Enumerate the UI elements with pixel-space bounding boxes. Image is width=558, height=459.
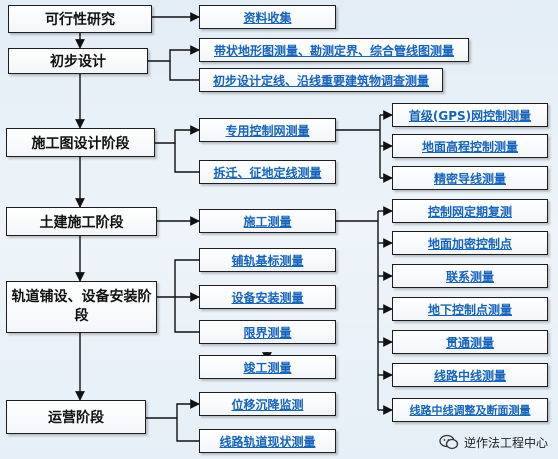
task-preliminary-alignment: 初步设计定线、沿线重要建筑物调查测量 [199, 68, 443, 92]
stage-civil-construction: 土建施工阶段 [6, 207, 157, 236]
task-completion-survey: 竣工测量 [199, 355, 336, 379]
subtask-ground-densify: 地面加密控制点 [392, 231, 548, 255]
task-settlement-monitoring: 位移沉降监测 [199, 392, 336, 416]
subtask-centerline: 线路中线测量 [392, 363, 548, 387]
subtask-ground-elevation: 地面高程控制测量 [392, 134, 548, 158]
task-dedicated-control-network: 专用控制网测量 [199, 118, 336, 142]
stage-preliminary-design: 初步设计 [8, 48, 148, 74]
task-clearance: 限界测量 [199, 320, 336, 344]
stage-operation: 运营阶段 [6, 400, 146, 434]
stage-track-equipment: 轨道铺设、设备安装阶段 [6, 281, 157, 333]
task-track-status-survey: 线路轨道现状测量 [199, 429, 336, 453]
task-data-collection: 资料收集 [199, 5, 336, 29]
subtask-precise-traverse: 精密导线测量 [392, 166, 548, 190]
subtask-periodic-resurvey: 控制网定期复测 [392, 199, 548, 223]
subtask-adjust-section: 线路中线调整及断面测量 [392, 398, 548, 422]
watermark: 逆作法工程中心 [439, 433, 548, 451]
subtask-gps-network: 首级(GPS)网控制测量 [392, 103, 548, 127]
subtask-breakthrough: 贯通测量 [392, 330, 548, 354]
subtask-connection-survey: 联系测量 [392, 264, 548, 288]
task-strip-topographic-survey: 带状地形图测量、勘测定界、综合管线图测量 [199, 38, 469, 62]
stage-feasibility: 可行性研究 [8, 5, 152, 33]
task-demolition-alignment: 拆迁、征地定线测量 [199, 160, 336, 184]
stage-construction-drawing: 施工图设计阶段 [6, 128, 155, 157]
task-track-base-pile: 铺轨基标测量 [199, 248, 336, 272]
task-construction-survey: 施工测量 [199, 209, 336, 233]
subtask-underground-control: 地下控制点测量 [392, 297, 548, 321]
wechat-icon [439, 434, 459, 450]
watermark-text: 逆作法工程中心 [463, 435, 548, 450]
task-equipment-install: 设备安装测量 [199, 285, 336, 309]
